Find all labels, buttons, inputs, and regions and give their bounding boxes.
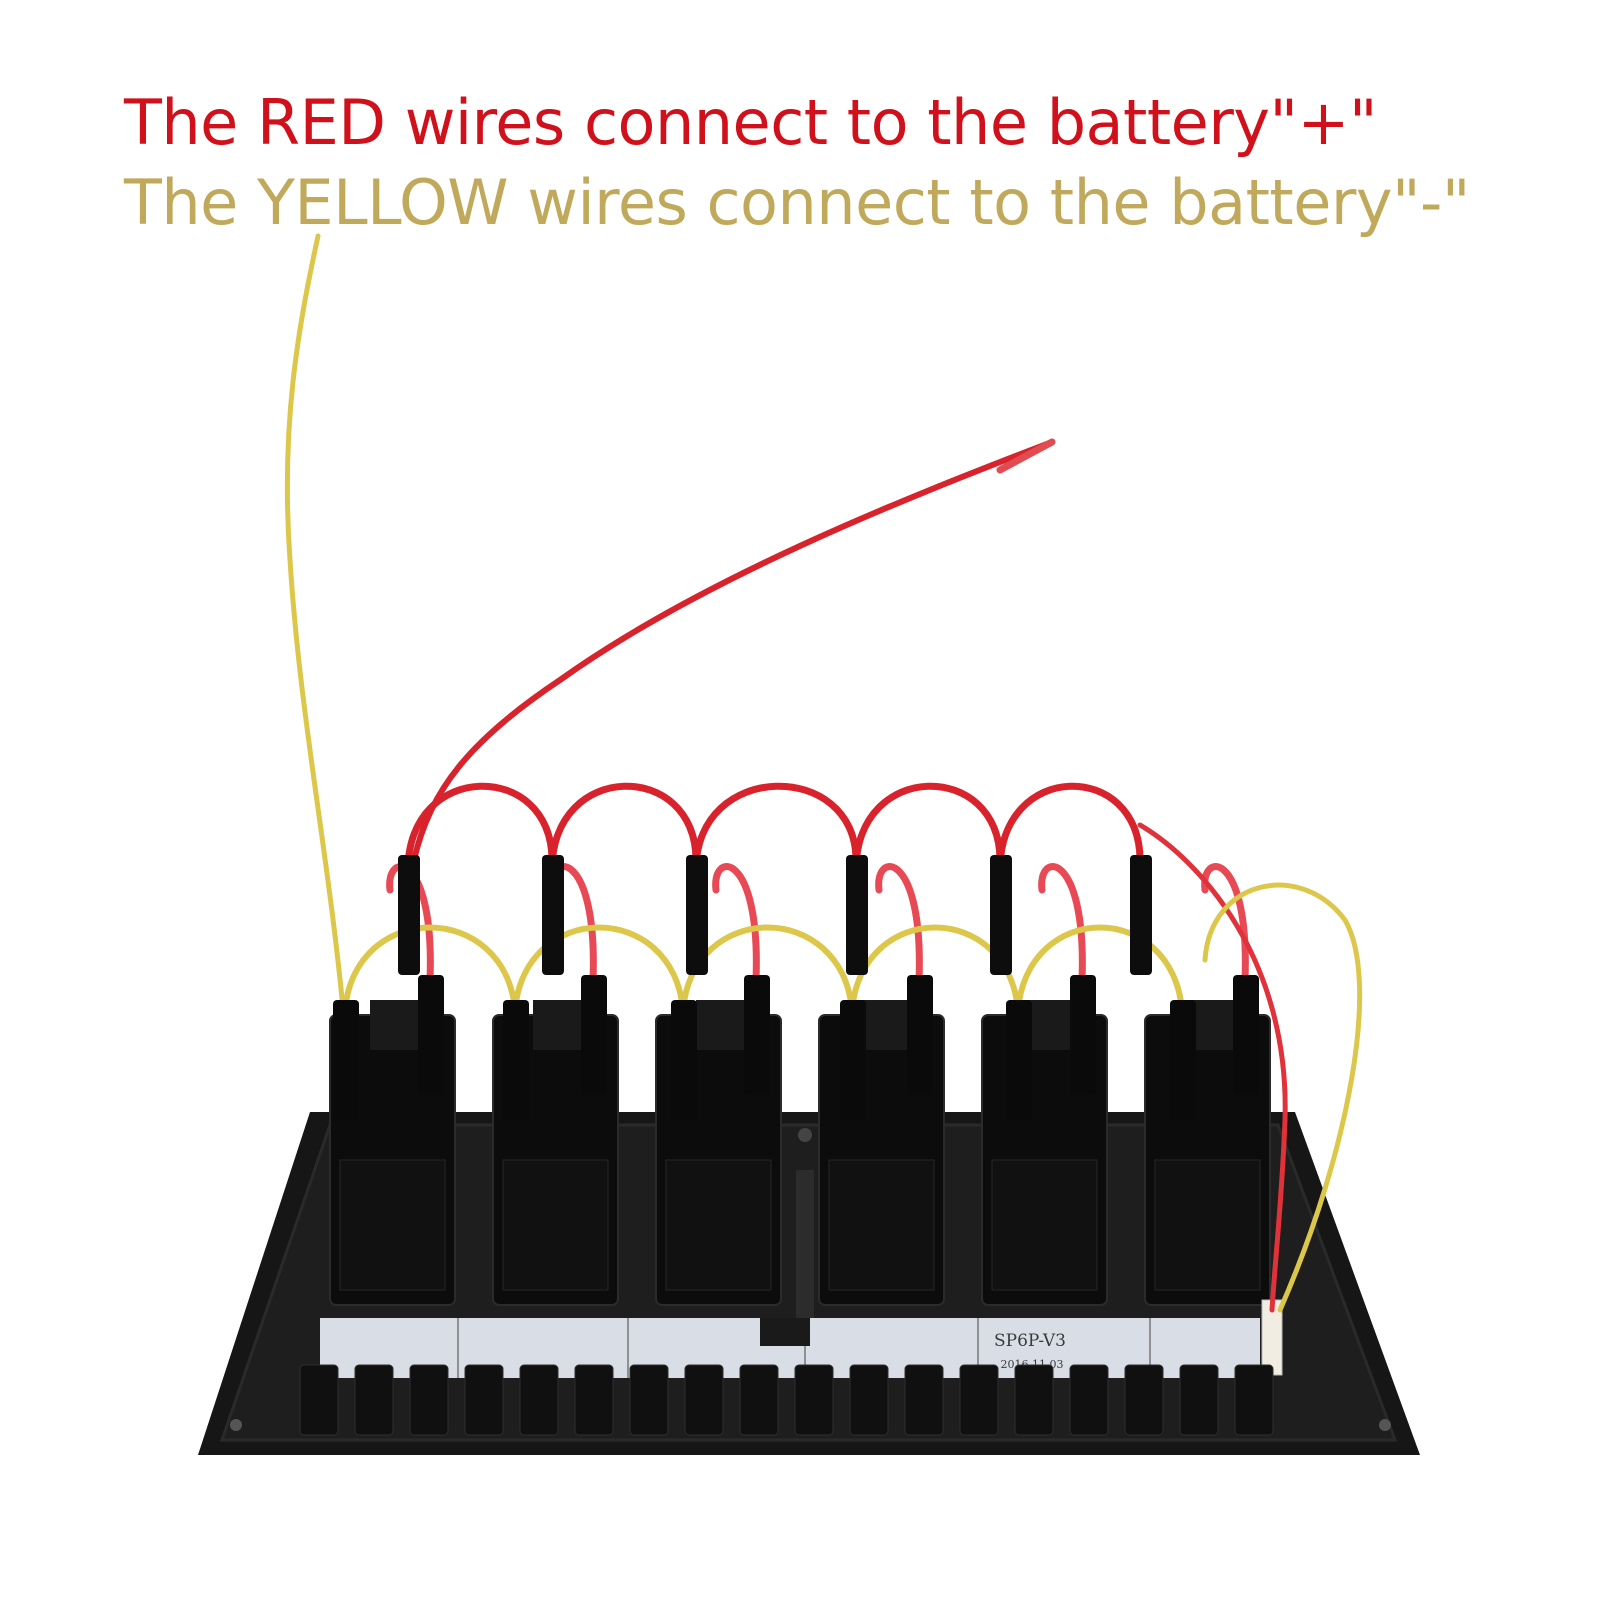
terminal-tooth <box>739 1364 779 1436</box>
rocker-face <box>828 1159 935 1291</box>
terminal-tooth <box>794 1364 834 1436</box>
terminal-tooth <box>464 1364 504 1436</box>
terminal-sleeve <box>840 1000 866 1120</box>
terminal-tooth <box>354 1364 394 1436</box>
mount-hole <box>1379 1419 1391 1431</box>
mount-hole <box>798 1128 812 1142</box>
terminal-sleeve <box>333 1000 359 1120</box>
terminal-tooth <box>629 1364 669 1436</box>
red-jumper-wire <box>996 782 1144 874</box>
terminal-block <box>299 1364 1274 1436</box>
terminal-tooth <box>409 1364 449 1436</box>
terminal-sleeve <box>990 855 1012 975</box>
terminal-sleeve <box>671 1000 697 1120</box>
terminal-tooth <box>959 1364 999 1436</box>
red-jumper-wire <box>852 782 1004 874</box>
red-wire-caption: The RED wires connect to the battery"+" <box>124 86 1377 159</box>
terminal-tooth <box>1069 1364 1109 1436</box>
yellow-jumper-wire <box>512 924 686 1013</box>
terminal-tooth <box>684 1364 724 1436</box>
terminal-tooth <box>299 1364 339 1436</box>
terminal-sleeve <box>1170 1000 1196 1120</box>
terminal-tooth <box>904 1364 944 1436</box>
yellow-jumper-wire <box>1015 924 1185 1013</box>
terminal-sleeve <box>1130 855 1152 975</box>
red-feed-wire <box>1137 822 1288 1313</box>
terminal-sleeve <box>503 1000 529 1120</box>
terminal-sleeve <box>1006 1000 1032 1120</box>
terminal-tooth <box>1124 1364 1164 1436</box>
terminal-sleeve <box>907 975 933 1095</box>
terminal-sleeve <box>1233 975 1259 1095</box>
terminal-tooth <box>1014 1364 1054 1436</box>
terminal-sleeve <box>398 855 420 975</box>
terminal-sleeve <box>1070 975 1096 1095</box>
mount-hole <box>230 1419 242 1431</box>
red-lead-tip <box>996 438 1056 474</box>
terminal-tooth <box>1234 1364 1274 1436</box>
rocker-face <box>339 1159 446 1291</box>
terminal-tooth <box>1179 1364 1219 1436</box>
red-jumper-wire <box>404 782 556 874</box>
terminal-sleeve <box>542 855 564 975</box>
yellow-jumper-wire <box>342 924 518 1013</box>
pcb-strip: SP6P-V3 2016.11.03 <box>320 1299 1283 1378</box>
yellow-wire-caption: The YELLOW wires connect to the battery"… <box>124 166 1470 239</box>
rocker-face <box>991 1159 1098 1291</box>
terminal-tooth <box>574 1364 614 1436</box>
red-switch-wire <box>712 863 760 984</box>
yellow-feed-wire <box>1202 882 1363 1313</box>
terminal-sleeve <box>744 975 770 1095</box>
red-switch-wire <box>1038 863 1086 984</box>
terminal-tooth <box>849 1364 889 1436</box>
terminal-sleeve <box>846 855 868 975</box>
terminal-sleeve <box>581 975 607 1095</box>
red-jumper-wire <box>548 782 700 874</box>
yellow-lead-wire <box>284 233 348 1033</box>
red-jumper-wire <box>692 782 860 874</box>
red-switch-wire <box>1201 863 1249 984</box>
red-switch-wire <box>875 863 923 984</box>
rocker-face <box>1154 1159 1261 1291</box>
terminal-sleeve <box>686 855 708 975</box>
terminal-tooth <box>519 1364 559 1436</box>
rocker-face <box>502 1159 609 1291</box>
rocker-face <box>665 1159 772 1291</box>
red-lead-wire <box>411 439 1055 863</box>
pcb-model-label: SP6P-V3 <box>994 1331 1066 1351</box>
terminal-sleeve <box>418 975 444 1095</box>
